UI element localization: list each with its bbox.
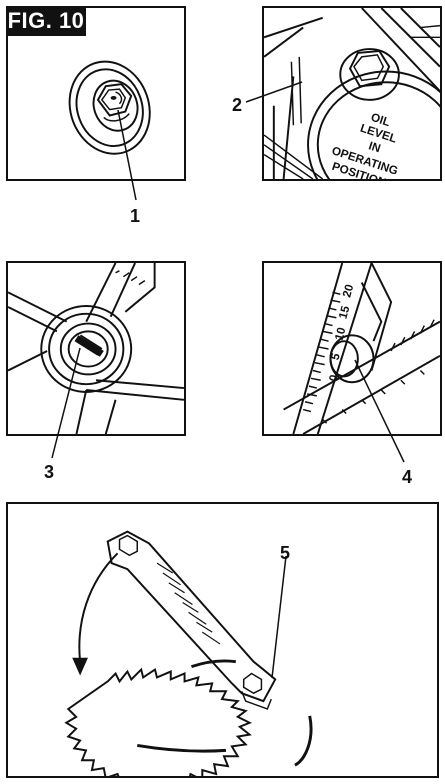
oil-cap-word-1: OIL [369, 111, 392, 129]
callout-1: 1 [130, 206, 141, 226]
figure-label: FIG. 10 [6, 6, 86, 36]
panel-4-scale-knob: 0 5 10 15 20 [262, 261, 442, 436]
oil-cap-word-3: IN [367, 139, 382, 155]
panel-5-wrench-blade [6, 502, 439, 778]
saw-blade [64, 667, 253, 776]
scale-label-20: 20 [340, 283, 356, 299]
callout-4: 4 [402, 467, 413, 487]
callout-3: 3 [44, 462, 55, 482]
oil-cap-illustration: OIL LEVEL IN OPERATING POSITION [264, 8, 440, 179]
callout-2: 2 [232, 95, 243, 115]
scale-label-0: 0 [327, 373, 341, 383]
scale-label-10: 10 [333, 326, 349, 342]
scale-label-5: 5 [329, 351, 343, 361]
scale-knob-illustration: 0 5 10 15 20 [283, 263, 440, 434]
slotted-knob-illustration [8, 263, 184, 434]
panel-2-oil-cap: OIL LEVEL IN OPERATING POSITION [262, 6, 442, 181]
callout-5: 5 [280, 543, 291, 563]
panel-3-slotted-knob [6, 261, 186, 436]
wrench [106, 530, 277, 703]
wrench-blade-illustration [64, 530, 313, 776]
scale-label-15: 15 [336, 304, 352, 320]
rotation-arrow [78, 552, 119, 662]
